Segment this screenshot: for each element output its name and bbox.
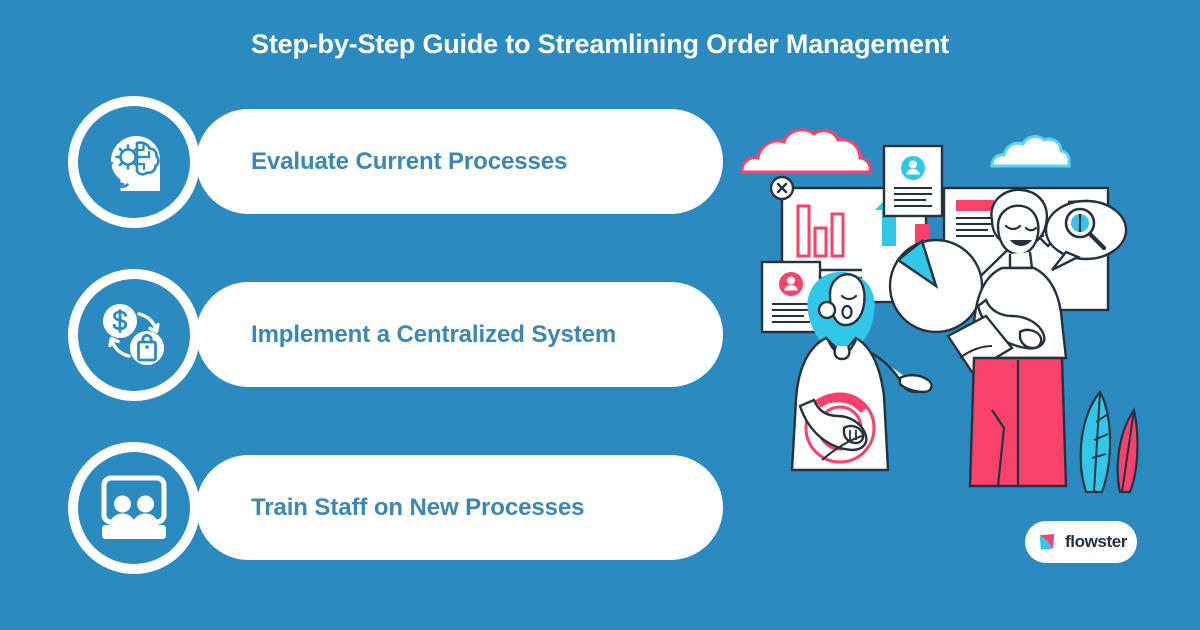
flowster-logo[interactable]: flowster xyxy=(1025,521,1137,563)
business-analytics-people-illustration xyxy=(730,110,1160,510)
profile-card-top xyxy=(882,144,944,218)
flowster-arrow-logo-icon xyxy=(1036,531,1058,553)
step-pill[interactable]: Evaluate Current Processes xyxy=(196,109,723,214)
step-icon-badge xyxy=(68,96,200,228)
step-icon-badge xyxy=(68,442,200,574)
step-pill[interactable]: Train Staff on New Processes xyxy=(196,455,723,560)
head-brain-gear-icon xyxy=(97,125,171,199)
list-item[interactable]: Implement a Centralized System xyxy=(0,269,740,401)
step-icon-disc xyxy=(78,452,190,564)
flowster-logo-text: flowster xyxy=(1065,532,1127,551)
training-people-board-icon xyxy=(97,473,171,543)
woman-with-donut-chart xyxy=(790,271,933,472)
list-item[interactable]: Train Staff on New Processes xyxy=(0,442,740,574)
money-exchange-bag-icon xyxy=(96,297,172,373)
cyan-cloud xyxy=(990,135,1071,168)
step-icon-badge xyxy=(68,269,200,401)
person-with-clipboard xyxy=(946,188,1068,488)
pink-cloud xyxy=(740,128,872,174)
list-item[interactable]: Evaluate Current Processes xyxy=(0,96,740,228)
step-label: Evaluate Current Processes xyxy=(251,147,568,175)
step-icon-disc xyxy=(78,106,190,218)
step-label: Train Staff on New Processes xyxy=(251,493,585,521)
steps-list: Evaluate Current Processes xyxy=(0,88,740,598)
page-title: Step-by-Step Guide to Streamlining Order… xyxy=(251,29,949,59)
pie-chart xyxy=(888,238,984,334)
step-icon-disc xyxy=(78,279,190,391)
magnifier-speech-bubble xyxy=(1044,199,1128,272)
step-pill[interactable]: Implement a Centralized System xyxy=(196,282,723,387)
step-label: Implement a Centralized System xyxy=(251,320,617,348)
leaves xyxy=(1079,390,1139,494)
